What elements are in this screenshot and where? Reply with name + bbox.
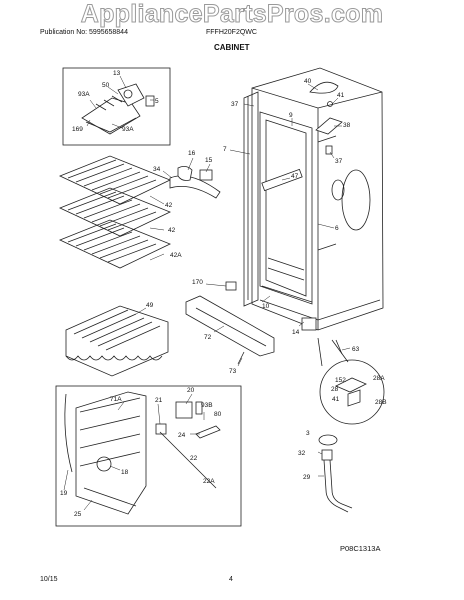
callout-93a: 93A	[78, 91, 90, 98]
wire-basket	[65, 305, 169, 377]
callout-25: 25	[74, 511, 82, 518]
callout-71a: 71A	[110, 396, 122, 403]
shelf-front-parts	[169, 166, 221, 199]
callout-40: 40	[304, 78, 312, 85]
callout-37-right: 37	[335, 158, 343, 165]
callout-170: 170	[192, 279, 203, 286]
cabinet-body	[243, 67, 384, 331]
callout-73: 73	[229, 368, 237, 375]
model-number: FFFH20F2QWC	[206, 29, 257, 36]
callout-10: 10	[262, 303, 270, 310]
inset-rear-panel-box	[55, 385, 242, 527]
callout-32: 32	[298, 450, 306, 457]
callout-41-hinge: 41	[332, 396, 340, 403]
hinge-detail	[317, 337, 385, 425]
callout-47: 47	[291, 173, 299, 180]
callout-63: 63	[352, 346, 360, 353]
callout-152: 152	[335, 377, 346, 384]
wire-shelves	[58, 155, 171, 269]
watermark: AppliancePartsPros.com	[80, 0, 384, 29]
drain-parts	[318, 434, 353, 513]
callout-3: 3	[306, 430, 310, 437]
callout-21: 21	[155, 397, 163, 404]
callout-50: 50	[102, 82, 110, 89]
footer-date: 10/15	[40, 576, 58, 583]
callout-28a: 28A	[373, 375, 385, 382]
callout-24: 24	[178, 432, 186, 439]
publication-number: Publication No: 5995658844	[40, 29, 128, 36]
callout-169: 169	[72, 126, 83, 133]
callout-38: 38	[343, 122, 351, 129]
callout-49: 49	[146, 302, 154, 309]
callout-80: 80	[214, 411, 222, 418]
callout-28b: 28B	[375, 399, 387, 406]
leader-lines	[63, 75, 351, 511]
callout-22a: 22A	[203, 478, 215, 485]
callout-29: 29	[303, 474, 311, 481]
callout-15: 15	[205, 157, 213, 164]
callout-9: 9	[289, 112, 293, 119]
callout-14: 14	[292, 329, 300, 336]
callout-16: 16	[188, 150, 196, 157]
callout-42-b: 42	[168, 227, 176, 234]
callout-6: 6	[335, 225, 339, 232]
callout-5: 5	[155, 98, 159, 105]
callout-42a: 42A	[170, 252, 182, 259]
callout-18: 18	[121, 469, 129, 476]
callout-22: 22	[190, 455, 198, 462]
footer-page: 4	[229, 576, 233, 583]
callout-41: 41	[337, 92, 345, 99]
callout-20: 20	[187, 387, 195, 394]
callout-34: 34	[153, 166, 161, 173]
callout-72: 72	[204, 334, 212, 341]
inset-control-box	[62, 67, 171, 146]
callout-7: 7	[223, 146, 227, 153]
callout-19: 19	[60, 490, 68, 497]
callout-42-a: 42	[165, 202, 173, 209]
callout-labels: 13 50 93A 5 169 93A 40 41 37 9 38 7 37 1…	[60, 70, 387, 518]
kickplate-parts	[185, 281, 343, 365]
diagram-id: P08C1313A	[340, 544, 381, 553]
callout-13: 13	[113, 70, 121, 77]
callout-28: 28	[331, 386, 339, 393]
section-title: CABINET	[214, 43, 250, 52]
callout-93b: 93B	[201, 402, 213, 409]
callout-37: 37	[231, 101, 239, 108]
callout-93a-lower: 93A	[122, 126, 134, 133]
top-hinge-parts	[309, 81, 343, 155]
